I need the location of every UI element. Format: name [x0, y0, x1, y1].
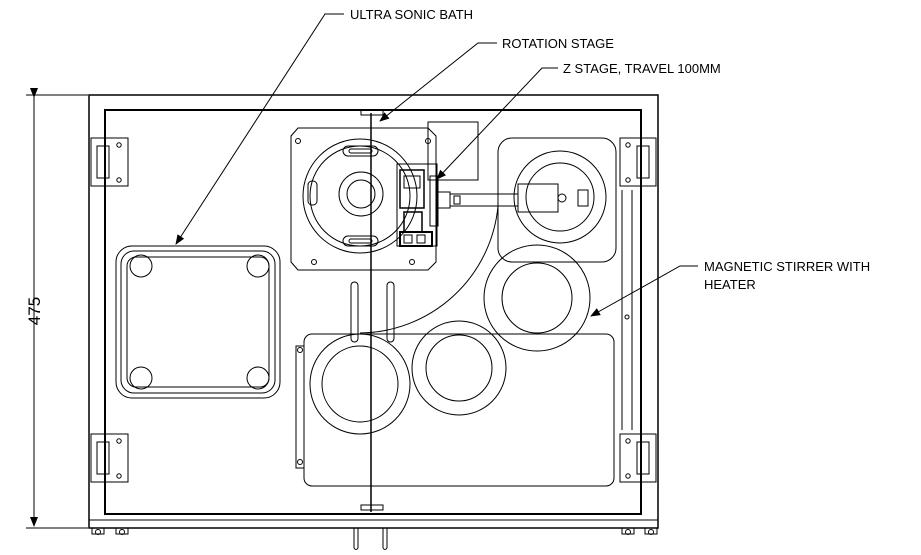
frame-outer-rect — [88, 94, 659, 529]
posts — [350, 281, 395, 343]
leader-lines — [175, 13, 698, 317]
hinge-top-left — [90, 137, 129, 187]
stirrer-middle — [411, 320, 507, 416]
stirrer-middle-right — [483, 244, 591, 352]
hinge-bottom-right — [619, 433, 657, 483]
height-dimension: 475 — [25, 88, 88, 529]
foot-left-1 — [91, 528, 105, 535]
foot-right-2 — [644, 528, 658, 535]
ultrasonic-bath — [115, 245, 281, 399]
leader-rotation-stage — [379, 42, 497, 122]
outer-frame — [88, 94, 659, 529]
hinge-bottom-left — [90, 433, 129, 483]
stirrer-top-right — [497, 137, 617, 263]
dimension-value: 475 — [25, 297, 44, 325]
label-stirrer-line2: HEATER — [704, 277, 756, 292]
label-ultrasonic-bath: ULTRA SONIC BATH — [350, 7, 473, 22]
hinge-top-right — [619, 137, 657, 187]
frame-inner-rect — [104, 109, 642, 515]
leader-z-stage — [436, 67, 558, 180]
label-z-stage: Z STAGE, TRAVEL 100MM — [563, 61, 721, 76]
foot-right-1 — [621, 528, 635, 535]
rotation-stage — [290, 127, 437, 271]
label-stirrer-line1: MAGNETIC STIRRER WITH — [704, 259, 870, 274]
hinges — [90, 137, 657, 483]
right-rails — [621, 190, 633, 430]
foot-left-2 — [115, 528, 129, 535]
leader-ultrasonic-bath — [175, 13, 344, 245]
leader-magnetic-stirrer — [590, 265, 698, 317]
centre-wall — [353, 109, 388, 550]
label-rotation-stage: ROTATION STAGE — [502, 36, 614, 51]
z-stage — [359, 121, 559, 334]
feet — [91, 528, 658, 535]
stirrer-bottom-left — [295, 333, 615, 487]
